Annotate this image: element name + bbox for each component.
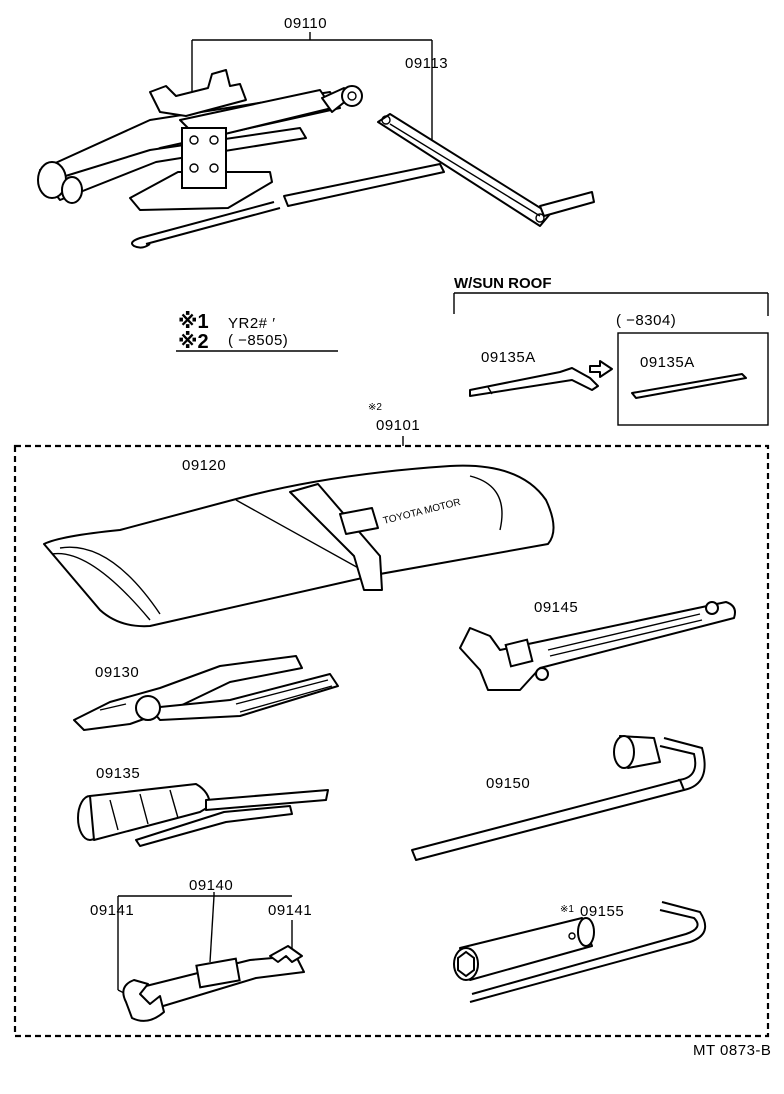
label-kit: 09101 [376, 417, 420, 434]
sunroof-bracket [453, 292, 769, 316]
spanners [122, 945, 305, 1022]
label-jack-handle: 09113 [405, 55, 448, 72]
scissor-jack [37, 69, 363, 211]
sunroof-screwdriver-new [631, 373, 747, 399]
jack-crank [411, 735, 706, 861]
plug-wrench [453, 901, 707, 1003]
label-sunroof-part-b: 09135A [640, 354, 695, 371]
replacement-arrow [589, 360, 613, 378]
jack-hook-rod [131, 163, 445, 249]
label-sunroof-group: W/SUN ROOF [454, 275, 552, 292]
label-kit-note-mark: ※2 [368, 402, 382, 413]
label-screwdriver: 09135 [96, 765, 140, 782]
label-spanner-set: 09140 [189, 877, 233, 894]
label-spanner-right: 09141 [268, 902, 312, 919]
label-sunroof-range: ( −8304) [616, 312, 676, 329]
label-pliers: 09130 [95, 664, 139, 681]
doc-code: MT 0873-B [693, 1042, 771, 1059]
sunroof-screwdriver-old [469, 367, 599, 397]
adjustable-wrench [459, 601, 736, 691]
sunroof-new-box [617, 332, 769, 426]
label-tool-bag: 09120 [182, 457, 226, 474]
note-1-text: YR2# ′ [228, 315, 276, 332]
tool-bag: TOYOTA MOTOR [43, 464, 555, 628]
label-plug-wrench: 09155 [580, 903, 624, 920]
label-wrench-adjustable: 09145 [534, 599, 578, 616]
note-2-text: ( −8505) [228, 332, 288, 349]
note-2-mark: ※2 [178, 331, 209, 353]
jack-handle [377, 113, 595, 227]
label-jack-crank: 09150 [486, 775, 530, 792]
pliers [73, 655, 339, 731]
note-1-mark: ※1 [178, 311, 209, 333]
screwdriver [77, 783, 329, 847]
tool-kit-boundary [13, 444, 770, 1038]
label-spanner-left: 09141 [90, 902, 134, 919]
label-plug-wrench-mark: ※1 [560, 904, 574, 915]
note-2: ※2 ( −8505) [176, 331, 338, 353]
label-jack: 09110 [284, 15, 327, 32]
label-sunroof-part-a: 09135A [481, 349, 536, 366]
note-1: ※1 YR2# ′ [178, 311, 276, 333]
